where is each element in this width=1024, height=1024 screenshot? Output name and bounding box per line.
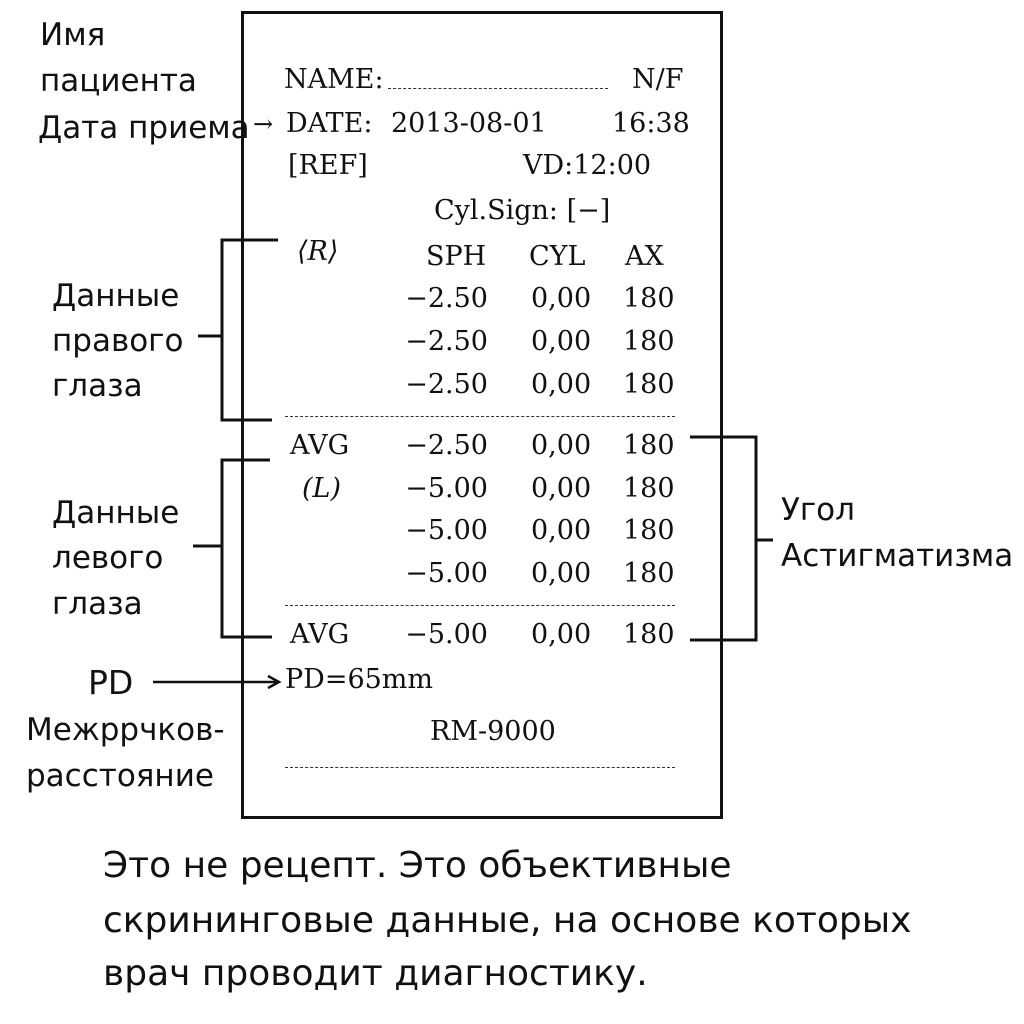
column-header-cyl: CYL [529, 241, 586, 272]
right-row1-sph: −2.50 [405, 283, 488, 314]
right-row3-sph: −2.50 [405, 369, 488, 400]
astig-angle-label-line2: Астигматизма [781, 538, 1014, 574]
pd-desc-line2: расстояние [26, 758, 214, 794]
right-avg-sph: −2.50 [405, 430, 488, 461]
left-row1-sph: −5.00 [405, 473, 488, 504]
date-field-label: DATE: [286, 108, 373, 139]
right-row3-cyl: 0,00 [531, 369, 592, 400]
name-field-label: NAME: [284, 64, 384, 95]
right-eye-bracket [220, 238, 278, 422]
right-avg-label: AVG [290, 430, 350, 461]
astig-angle-bracket [690, 435, 758, 642]
left-avg-sph: −5.00 [405, 619, 488, 650]
footer-note-line3: врач проводит диагностику. [103, 953, 648, 994]
right-avg-ax: 180 [623, 430, 675, 461]
right-row2-ax: 180 [623, 326, 675, 357]
right-eye-label-line2: правого [52, 323, 184, 359]
pd-arrow-head [267, 674, 282, 690]
right-row2-cyl: 0,00 [531, 326, 592, 357]
left-avg-ax: 180 [623, 619, 675, 650]
left-row3-cyl: 0,00 [531, 558, 592, 589]
left-eye-divider [285, 605, 675, 606]
autorefractor-receipt [241, 11, 723, 819]
name-field-value: N/F [632, 64, 684, 95]
cyl-sign: Cyl.Sign: [−] [434, 195, 611, 226]
left-row2-ax: 180 [623, 515, 675, 546]
time-field-value: 16:38 [612, 108, 690, 139]
name-field-dotted-line [388, 88, 608, 89]
left-eye-bracket [220, 458, 272, 639]
left-row1-cyl: 0,00 [531, 473, 592, 504]
right-eye-label-line1: Данные [52, 278, 180, 314]
left-row1-ax: 180 [623, 473, 675, 504]
left-row3-ax: 180 [623, 558, 675, 589]
right-row1-ax: 180 [623, 283, 675, 314]
right-row1-cyl: 0,00 [531, 283, 592, 314]
left-eye-label-line2: левого [52, 540, 164, 576]
right-row2-sph: −2.50 [405, 326, 488, 357]
column-header-ax: AX [625, 241, 664, 272]
column-header-sph: SPH [426, 241, 487, 272]
left-row3-sph: −5.00 [405, 558, 488, 589]
patient-name-label-line1: Имя [40, 17, 106, 53]
pd-value: PD=65mm [285, 664, 433, 695]
astig-angle-label-line1: Угол [781, 492, 855, 528]
pd-desc-line1: Межррчков- [26, 712, 225, 748]
bottom-divider [285, 767, 675, 768]
pd-title-label: PD [88, 663, 134, 702]
left-eye-label-line1: Данные [52, 495, 180, 531]
visit-date-label: Дата приема [38, 110, 250, 146]
right-eye-label-line3: глаза [52, 368, 143, 404]
vertex-distance: VD:12:00 [523, 150, 652, 181]
right-row3-ax: 180 [623, 369, 675, 400]
date-field-value: 2013-08-01 [391, 108, 547, 139]
patient-name-label-line2: пациента [40, 63, 197, 99]
left-row2-cyl: 0,00 [531, 515, 592, 546]
left-row2-sph: −5.00 [405, 515, 488, 546]
footer-note-line2: скрининговые данные, на основе которых [103, 900, 912, 941]
right-eye-marker: ⟨R⟩ [297, 236, 339, 267]
date-arrow-icon: → [253, 110, 274, 138]
left-avg-cyl: 0,00 [531, 619, 592, 650]
left-avg-label: AVG [290, 619, 350, 650]
right-avg-cyl: 0,00 [531, 430, 592, 461]
left-eye-marker: (L) [302, 473, 341, 504]
left-eye-label-line3: глаза [52, 586, 143, 622]
device-model: RM-9000 [430, 716, 556, 747]
footer-note-line1: Это не рецепт. Это объективные [103, 845, 732, 886]
ref-tag: [REF] [288, 150, 368, 181]
right-eye-divider [285, 416, 675, 417]
